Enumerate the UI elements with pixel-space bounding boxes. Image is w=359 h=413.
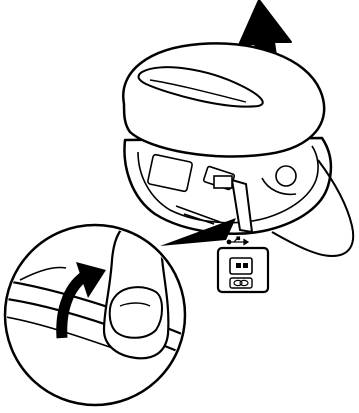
- usb-dongle-detail: [218, 237, 268, 292]
- usb-icon: [227, 237, 248, 245]
- link-icon: [230, 278, 252, 288]
- zoom-callout: [0, 222, 230, 405]
- battery-cover: [123, 43, 324, 156]
